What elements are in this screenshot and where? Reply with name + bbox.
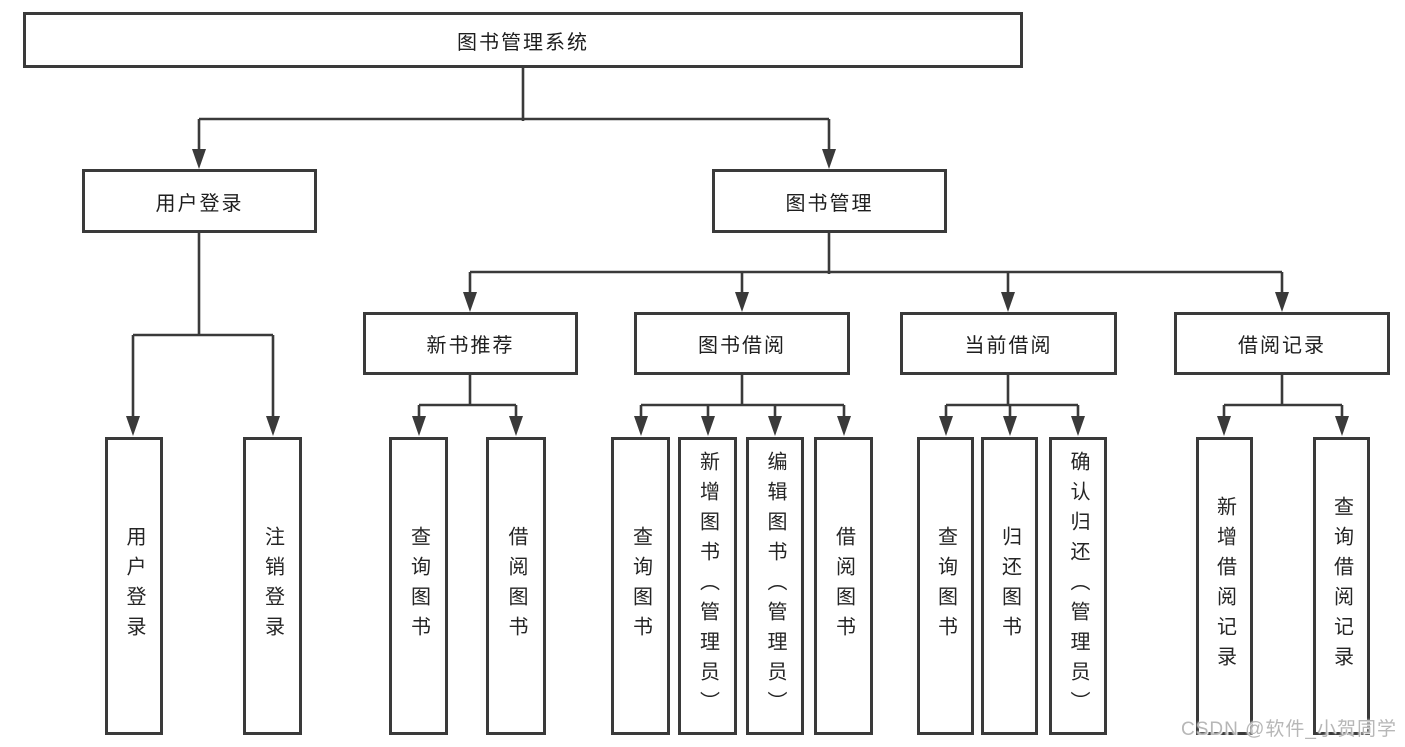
node-leaf-user-login-label: 用户登录 — [123, 526, 145, 646]
node-leaf-add-borrow-record-label: 新增借阅记录 — [1213, 496, 1236, 676]
node-leaf-edit-books-admin: 编辑图书（管理员） — [746, 437, 804, 735]
node-new-book-recommendation-label: 新书推荐 — [426, 335, 515, 357]
csdn-watermark: CSDN @软件_小贺同学 — [1181, 719, 1397, 740]
node-leaf-logout-label: 注销登录 — [261, 526, 284, 646]
node-leaf-query-books-3-label: 查询图书 — [934, 526, 957, 646]
node-user-login-group: 用户登录 — [82, 169, 317, 233]
node-user-login-group-label: 用户登录 — [155, 192, 244, 215]
node-book-management-group: 图书管理 — [712, 169, 947, 233]
node-leaf-return-books: 归还图书 — [981, 437, 1038, 735]
node-current-borrowing-label: 当前借阅 — [964, 335, 1053, 357]
node-leaf-query-books-3: 查询图书 — [917, 437, 974, 735]
arrowhead-icons — [126, 149, 1349, 436]
node-borrowing-records: 借阅记录 — [1174, 312, 1390, 375]
node-book-management-group-label: 图书管理 — [785, 192, 874, 215]
node-leaf-borrow-books-2: 借阅图书 — [814, 437, 873, 735]
node-leaf-query-borrow-record-label: 查询借阅记录 — [1330, 496, 1353, 676]
node-leaf-edit-books-admin-label: 编辑图书（管理员） — [764, 451, 786, 721]
node-leaf-user-login: 用户登录 — [105, 437, 163, 735]
node-leaf-logout: 注销登录 — [243, 437, 302, 735]
node-leaf-borrow-books-2-label: 借阅图书 — [832, 526, 855, 646]
node-leaf-confirm-return-admin-label: 确认归还（管理员） — [1067, 451, 1089, 721]
node-current-borrowing: 当前借阅 — [900, 312, 1117, 375]
node-leaf-add-books-admin: 新增图书（管理员） — [678, 437, 737, 735]
node-library-management-system: 图书管理系统 — [23, 12, 1023, 68]
node-leaf-query-borrow-record: 查询借阅记录 — [1313, 437, 1370, 735]
node-leaf-return-books-label: 归还图书 — [998, 526, 1021, 646]
node-leaf-borrow-books-1-label: 借阅图书 — [505, 526, 527, 646]
node-leaf-add-borrow-record: 新增借阅记录 — [1196, 437, 1253, 735]
node-leaf-confirm-return-admin: 确认归还（管理员） — [1049, 437, 1107, 735]
node-library-management-system-label: 图书管理系统 — [457, 31, 589, 54]
node-leaf-query-books-1: 查询图书 — [389, 437, 448, 735]
node-new-book-recommendation: 新书推荐 — [363, 312, 578, 375]
tree-edge-lines — [131, 68, 1344, 420]
node-leaf-add-books-admin-label: 新增图书（管理员） — [696, 451, 719, 721]
node-book-borrowing-label: 图书借阅 — [698, 335, 786, 357]
node-book-borrowing: 图书借阅 — [634, 312, 850, 375]
node-leaf-query-books-2: 查询图书 — [611, 437, 670, 735]
node-leaf-borrow-books-1: 借阅图书 — [486, 437, 546, 735]
node-leaf-query-books-1-label: 查询图书 — [407, 526, 430, 646]
node-borrowing-records-label: 借阅记录 — [1238, 335, 1326, 357]
node-leaf-query-books-2-label: 查询图书 — [629, 526, 652, 646]
